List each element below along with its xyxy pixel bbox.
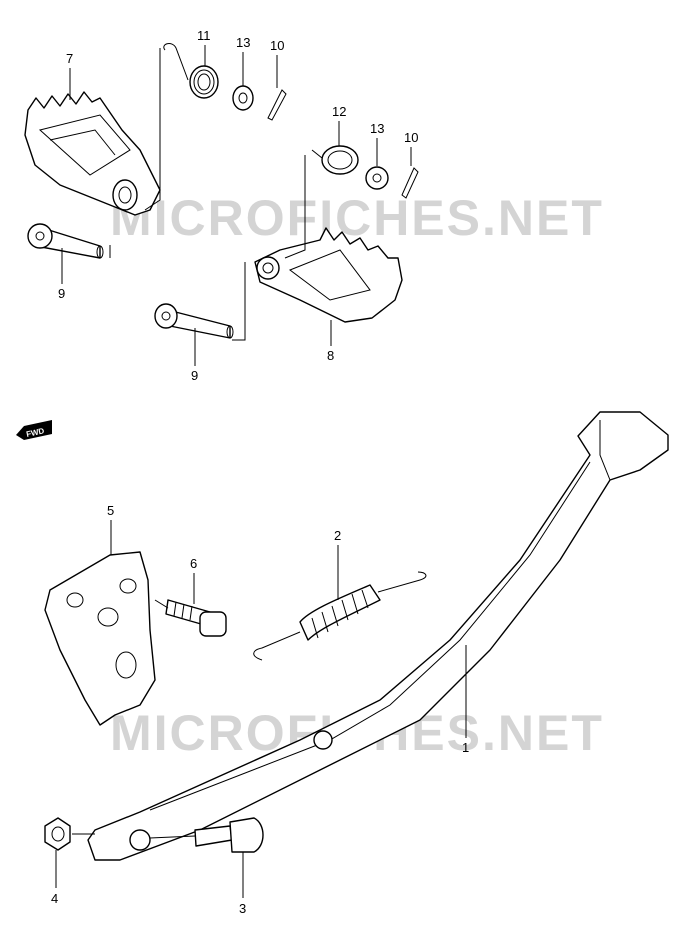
callout-12: 12 [332,104,346,146]
callout-label-5: 5 [107,503,114,518]
bolt-6 [165,599,227,637]
nut-4 [44,817,71,851]
spring-11 [163,43,219,99]
callout-3: 3 [239,852,246,916]
callout-label-1: 1 [462,740,469,755]
callout-label-13-right: 13 [370,121,384,136]
callout-label-4: 4 [51,891,58,906]
callout-13-top: 13 [236,35,250,86]
callout-label-13-top: 13 [236,35,250,50]
callout-label-8: 8 [327,348,334,363]
pin-right [154,303,234,339]
bolt-3 [194,817,264,853]
callout-1: 1 [462,645,469,755]
watermark-top: MICROFICHES.NET [110,190,604,246]
fwd-label: FWD [25,426,45,439]
callout-9-left: 9 [58,248,65,301]
callout-8: 8 [327,320,334,363]
assembly-lines [72,48,306,839]
callout-11: 11 [197,28,211,66]
callout-2: 2 [334,528,341,600]
washer-13-top [232,85,254,111]
callout-13-right: 13 [370,121,384,166]
callout-5: 5 [107,503,114,555]
callout-label-9-right: 9 [191,368,198,383]
bracket-5 [44,551,156,726]
callout-label-7: 7 [66,51,73,66]
spring-12 [311,145,359,175]
cotter-pin-10-top [267,89,287,121]
callout-10-top: 10 [270,38,284,88]
callout-9-right: 9 [191,328,198,383]
footpeg-right [254,227,403,323]
pin-left [27,223,104,259]
cotter-pin-10-right [401,167,419,199]
callout-label-11: 11 [197,28,211,43]
callout-10-right: 10 [404,130,418,166]
callout-6: 6 [190,556,197,604]
spring-2 [253,571,427,661]
footpeg-left [24,91,161,216]
callout-label-9-left: 9 [58,286,65,301]
washer-13-right [365,166,389,190]
kickstand-1 [87,411,669,861]
callout-label-6: 6 [190,556,197,571]
callout-7: 7 [66,51,73,100]
callout-label-12: 12 [332,104,346,119]
callout-label-3: 3 [239,901,246,916]
fwd-arrow-icon: FWD [16,420,52,440]
callout-label-10-top: 10 [270,38,284,53]
callout-label-2: 2 [334,528,341,543]
callout-4: 4 [51,850,58,906]
callout-label-10-right: 10 [404,130,418,145]
